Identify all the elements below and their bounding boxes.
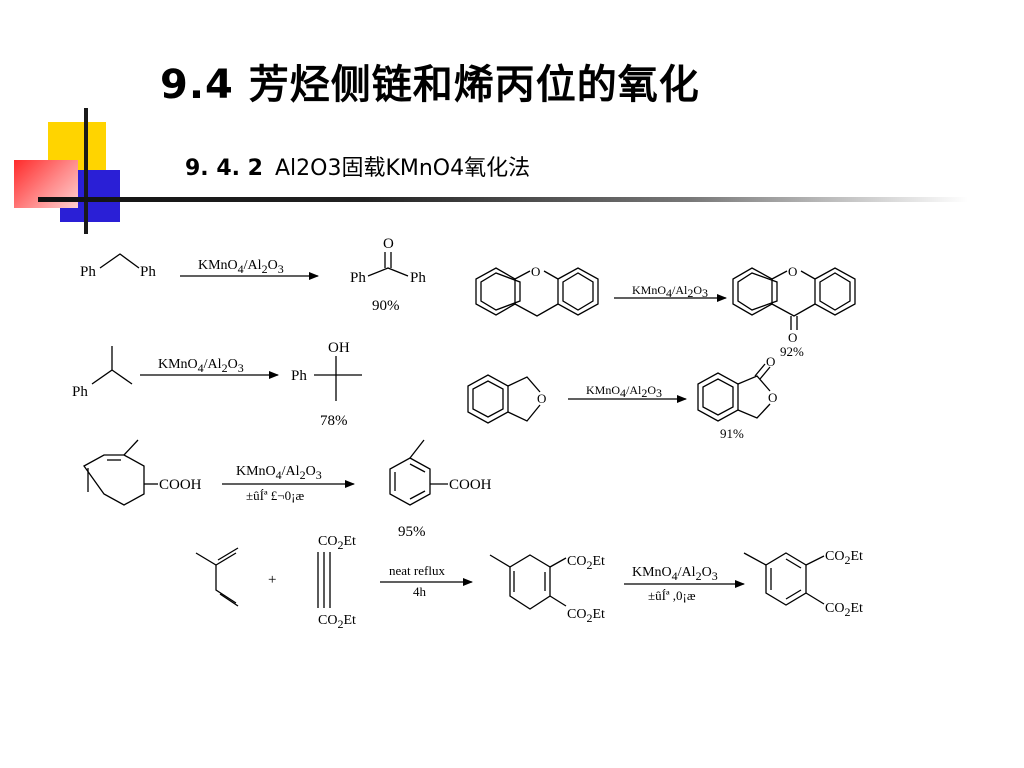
time-label: 4h bbox=[413, 584, 427, 599]
reaction-1: Ph Ph KMnO4/Al2O3 O Ph Ph 90% bbox=[80, 236, 426, 314]
ph-label: Ph bbox=[350, 270, 366, 286]
reaction-6: + CO2Et CO2Et neat reflux 4h CO2Et CO2Et… bbox=[195, 534, 863, 631]
oh-label: OH bbox=[328, 340, 350, 356]
svg-text:CO2Et: CO2Et bbox=[825, 549, 863, 567]
yield-label: 92% bbox=[780, 344, 804, 359]
cooh-label: COOH bbox=[159, 477, 202, 493]
phthalan: O bbox=[467, 374, 546, 424]
dmad: CO2Et CO2Et bbox=[317, 534, 356, 631]
phthalate-diester: CO2Et CO2Et bbox=[743, 549, 863, 619]
o-label: O bbox=[788, 330, 797, 345]
o-label: O bbox=[788, 264, 797, 279]
svg-text:KMnO4/Al2O3: KMnO4/Al2O3 bbox=[586, 383, 662, 400]
ph-label: Ph bbox=[140, 264, 156, 280]
diphenylmethane: Ph Ph bbox=[80, 253, 156, 280]
decor-horizontal-rule bbox=[38, 197, 968, 202]
ph-label: Ph bbox=[410, 270, 426, 286]
svg-text:CO2Et: CO2Et bbox=[318, 534, 356, 552]
reagent-label: KMnO4/Al2O3 bbox=[632, 283, 708, 300]
plus-sign: + bbox=[268, 572, 276, 588]
o-label: O bbox=[766, 354, 775, 369]
reagent-label: KMnO4/Al2O3 bbox=[236, 464, 322, 482]
o-label: O bbox=[768, 390, 777, 405]
reagent-label: KMnO4/Al2O3 bbox=[198, 258, 284, 276]
isoprene bbox=[195, 547, 239, 607]
reaction-5: COOH KMnO4/Al2O3 ±ûÍª £¬0¡æ COOH 95% bbox=[83, 439, 492, 540]
slide-title: 9.4 芳烃侧链和烯丙位的氧化 bbox=[160, 62, 700, 108]
slide-subtitle: 9. 4. 2 Al2O3固载KMnO4氧化法 bbox=[185, 150, 530, 182]
solvent-condition-label: ±ûÍª £¬0¡æ bbox=[246, 488, 304, 503]
benzophenone: O Ph Ph bbox=[350, 236, 426, 286]
o-label: O bbox=[531, 264, 540, 279]
svg-text:KMnO4/Al2O3: KMnO4/Al2O3 bbox=[158, 357, 244, 375]
phthalide: O O bbox=[697, 354, 777, 422]
svg-text:KMnO4/Al2O3: KMnO4/Al2O3 bbox=[198, 258, 284, 276]
toluic-acid: COOH bbox=[389, 439, 492, 506]
svg-text:CO2Et: CO2Et bbox=[567, 607, 605, 625]
subtitle-text: Al2O3固载KMnO4氧化法 bbox=[274, 156, 531, 181]
svg-text:KMnO4/Al2O3: KMnO4/Al2O3 bbox=[236, 464, 322, 482]
subtitle-number: 9. 4. 2 bbox=[185, 156, 263, 181]
yield-label: 91% bbox=[720, 426, 744, 441]
cumene: Ph bbox=[72, 346, 133, 400]
yield-label: 90% bbox=[372, 298, 400, 314]
reaction-2: O KMnO4/Al2O3 O O 92% bbox=[475, 264, 856, 359]
svg-text:CO2Et: CO2Et bbox=[567, 554, 605, 572]
ph-label: Ph bbox=[72, 384, 88, 400]
xanthene: O bbox=[475, 264, 599, 317]
dihydro-toluic-acid: COOH bbox=[83, 439, 202, 506]
ph-label: Ph bbox=[291, 368, 307, 384]
condition-label: neat reflux bbox=[389, 563, 445, 578]
cyclohexadiene-diester: CO2Et CO2Et bbox=[489, 554, 605, 625]
solvent-condition-label: ±ûÍª ,0¡æ bbox=[648, 588, 696, 603]
yield-label: 78% bbox=[320, 413, 348, 429]
decor-vertical-line bbox=[84, 108, 88, 234]
svg-text:CO2Et: CO2Et bbox=[825, 601, 863, 619]
svg-text:KMnO4/Al2O3: KMnO4/Al2O3 bbox=[632, 283, 708, 300]
svg-text:CO2Et: CO2Et bbox=[318, 613, 356, 631]
reaction-3: Ph KMnO4/Al2O3 OH Ph 78% bbox=[72, 340, 362, 429]
o-label: O bbox=[383, 236, 394, 252]
reagent-label: KMnO4/Al2O3 bbox=[586, 383, 662, 400]
reaction-4: O KMnO4/Al2O3 O O 91% bbox=[467, 354, 777, 441]
reagent-label: KMnO4/Al2O3 bbox=[632, 565, 718, 583]
phenyl-propanol: OH Ph bbox=[291, 340, 362, 401]
ph-label: Ph bbox=[80, 264, 96, 280]
reagent-label: KMnO4/Al2O3 bbox=[158, 357, 244, 375]
xanthone: O O bbox=[732, 264, 856, 345]
cooh-label: COOH bbox=[449, 477, 492, 493]
yield-label: 95% bbox=[398, 524, 426, 540]
svg-text:KMnO4/Al2O3: KMnO4/Al2O3 bbox=[632, 565, 718, 583]
o-label: O bbox=[537, 391, 546, 406]
